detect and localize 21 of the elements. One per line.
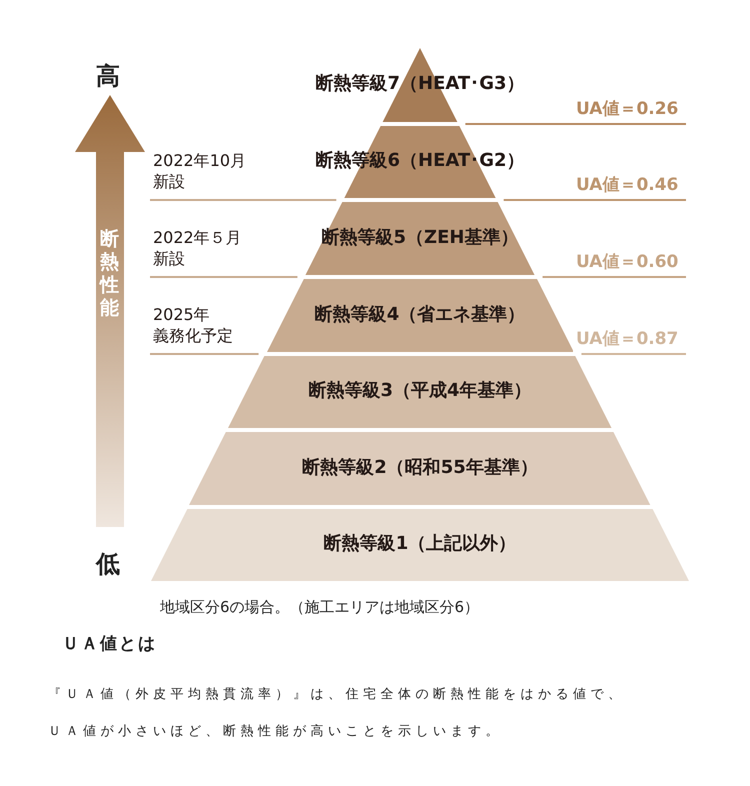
band-label: 断熱等級2（昭和55年基準）	[301, 456, 539, 478]
axis-title: 断熱性能	[100, 228, 120, 320]
band-label: 断熱等級4（省エネ基準）	[314, 302, 526, 326]
band-label: 断熱等級3（平成4年基準）	[307, 379, 533, 402]
axis-label: 低	[96, 549, 120, 580]
value-label: UA値＝0.46	[576, 174, 678, 196]
value-label: UA値＝0.26	[576, 98, 678, 120]
footnote: 地域区分6の場合。（施工エリアは地域区分6）	[160, 598, 480, 617]
note-text: 2022年10月新設	[153, 150, 246, 192]
axis-label: 高	[96, 61, 120, 92]
note-text: 2025年義務化予定	[153, 304, 233, 346]
description-text: 『ＵＡ値（外皮平均熱貫流率）』は、住宅全体の断熱性能をはかる値で、ＵＡ値が小さいほど、断熱性能が高いことを示しいます。	[48, 686, 626, 741]
pyramid-band	[189, 432, 651, 505]
pyramid-band	[228, 356, 612, 428]
section-heading: ＵＡ値とは	[62, 633, 157, 655]
note-text: 2022年５月新設	[153, 227, 242, 269]
value-label: UA値＝0.60	[576, 251, 678, 273]
value-label: UA値＝0.87	[576, 328, 678, 350]
pyramid-band	[151, 509, 689, 581]
pyramid-band	[266, 279, 574, 352]
band-label: 断熱等級1（上記以外）	[322, 532, 518, 555]
